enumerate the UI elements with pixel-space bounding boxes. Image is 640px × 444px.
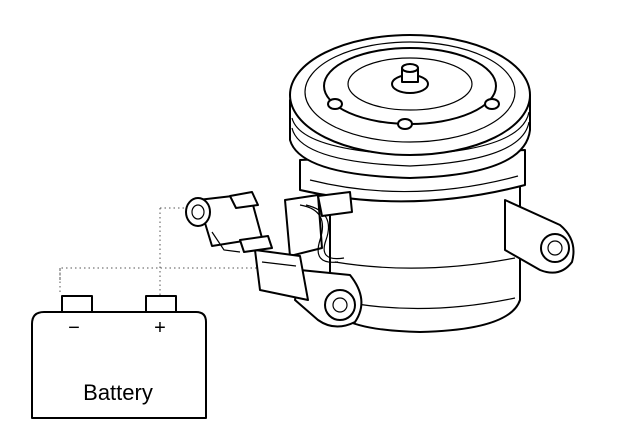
magnetic-clutch-pulley <box>289 34 531 179</box>
compressor-mount-ear-left <box>294 269 363 328</box>
battery-label: Battery <box>83 380 153 405</box>
battery-negative-symbol: − <box>68 317 80 339</box>
clutch-connector <box>185 191 273 253</box>
clutch-wiring-harness <box>254 191 353 301</box>
battery-positive-symbol: + <box>154 317 166 339</box>
compressor-mount-ear-right <box>504 199 575 274</box>
test-lead-negative <box>59 267 260 295</box>
battery: − + Battery <box>31 295 207 419</box>
